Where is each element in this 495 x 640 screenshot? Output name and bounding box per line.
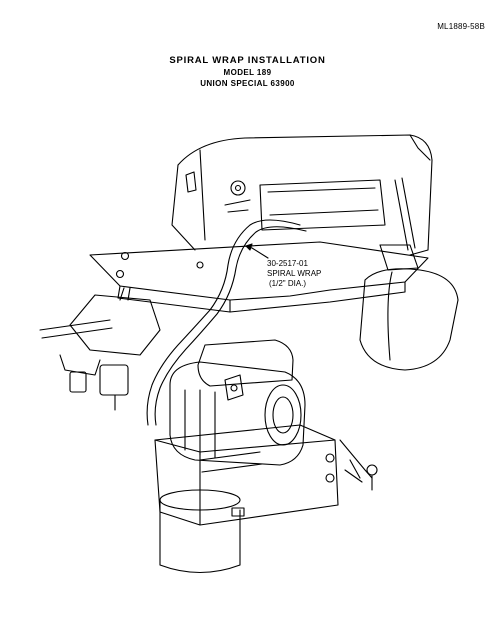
callout-part-name: SPIRAL WRAP	[267, 269, 321, 278]
document-code: ML1889-58B	[437, 22, 485, 31]
machine-bed	[89, 241, 429, 313]
callout-part-size: (1/2" DIA.)	[269, 279, 306, 288]
spiral-wrap-tube	[146, 219, 307, 426]
side-guard	[359, 244, 459, 371]
motor	[169, 339, 306, 466]
machine-head	[171, 134, 433, 256]
foot-linkage	[339, 439, 378, 491]
machine-label: UNION SPECIAL 63900	[200, 79, 295, 88]
callout-arrowhead	[245, 243, 253, 251]
control-box	[154, 424, 339, 526]
document-title: SPIRAL WRAP INSTALLATION	[169, 55, 326, 66]
under-bed-mechanism	[39, 287, 161, 411]
model-label: MODEL 189	[223, 68, 272, 77]
callout-part-number: 30-2517-01	[267, 259, 308, 268]
spiral-wrap-callout: 30-2517-01 SPIRAL WRAP (1/2" DIA.)	[267, 259, 321, 288]
title-block: SPIRAL WRAP INSTALLATION MODEL 189 UNION…	[0, 55, 495, 89]
